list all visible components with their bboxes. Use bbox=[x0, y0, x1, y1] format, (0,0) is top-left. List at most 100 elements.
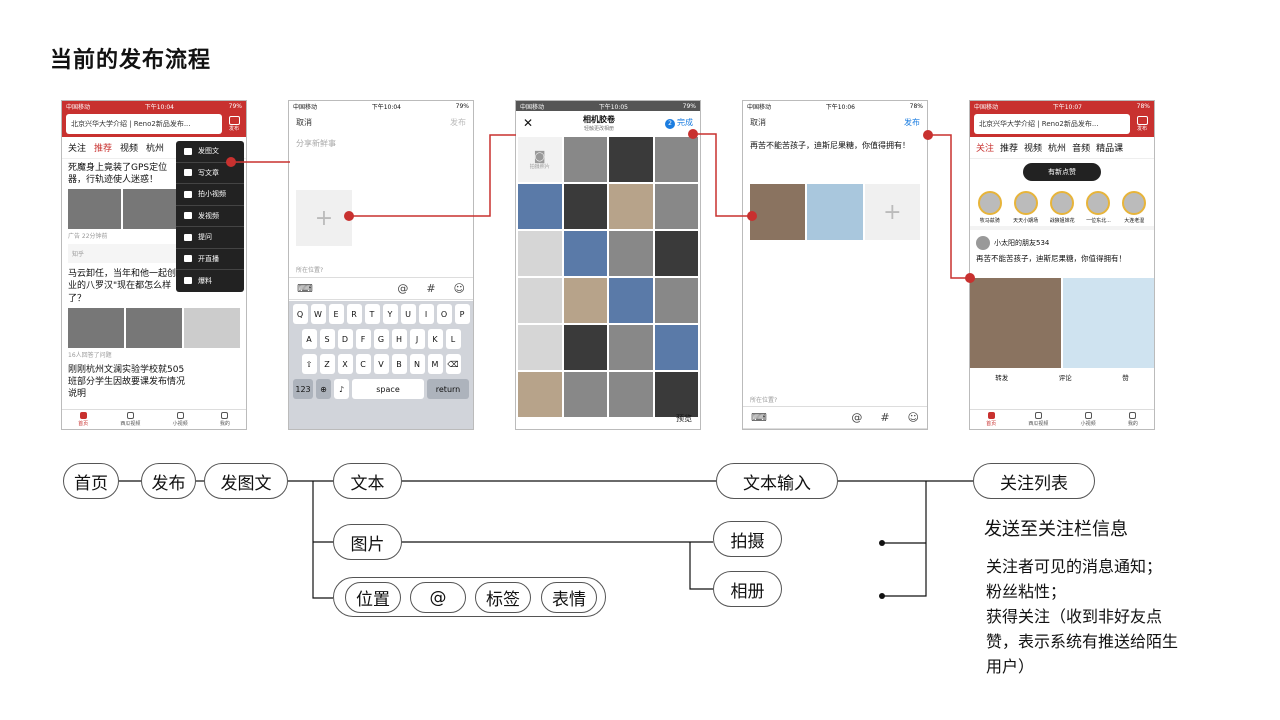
photo-thumb[interactable] bbox=[609, 184, 653, 229]
photo-thumb[interactable] bbox=[654, 184, 698, 229]
tab-courses[interactable]: 精品课 bbox=[1096, 144, 1124, 154]
search-input[interactable]: 北京兴华大学介绍 | Reno2新品发布... bbox=[66, 114, 222, 134]
menu-item-post-image-text[interactable]: 发图文 bbox=[176, 141, 244, 163]
album-switcher[interactable]: 相机胶卷 轻触更改相册 bbox=[583, 114, 615, 132]
key-q[interactable]: Q bbox=[292, 304, 308, 324]
nav-me[interactable]: 我的 bbox=[1128, 410, 1138, 429]
tab-audio[interactable]: 音频 bbox=[1072, 144, 1091, 154]
menu-item-report[interactable]: 爆料 bbox=[176, 270, 244, 292]
photo-thumb[interactable] bbox=[609, 325, 653, 370]
tab-hangzhou[interactable]: 杭州 bbox=[146, 144, 165, 154]
key-e[interactable]: E bbox=[328, 304, 344, 324]
key-x[interactable]: X bbox=[337, 354, 353, 374]
post-author[interactable]: 小太阳的朋友534 bbox=[970, 226, 1154, 252]
at-icon[interactable]: @ bbox=[397, 282, 409, 295]
photo-thumb[interactable] bbox=[654, 231, 698, 276]
at-icon[interactable]: @ bbox=[851, 411, 863, 424]
nav-home[interactable]: 首页 bbox=[986, 410, 996, 429]
key-l[interactable]: L bbox=[445, 329, 461, 349]
photo-thumb[interactable] bbox=[563, 325, 607, 370]
news-title[interactable]: 死魔身上竟装了GPS定位器，行轨迹使人迷惑！ bbox=[68, 163, 168, 186]
key-u[interactable]: U bbox=[400, 304, 416, 324]
hashtag-icon[interactable]: # bbox=[426, 282, 436, 295]
news-title[interactable]: 马云卸任，当年和他一起创业的八罗汉"现在都怎么样了？ bbox=[68, 269, 177, 304]
close-icon[interactable]: ✕ bbox=[523, 116, 534, 130]
publish-button[interactable]: 发布 bbox=[450, 118, 466, 127]
photo-thumb[interactable] bbox=[609, 372, 653, 417]
delete-key[interactable]: ⌫ bbox=[445, 354, 461, 374]
shift-key[interactable]: ⇧ bbox=[301, 354, 317, 374]
key-z[interactable]: Z bbox=[319, 354, 335, 374]
photo-thumb[interactable] bbox=[563, 231, 607, 276]
key-a[interactable]: A bbox=[301, 329, 317, 349]
key-w[interactable]: W bbox=[310, 304, 326, 324]
compose-input[interactable]: 分享新鲜事 bbox=[296, 139, 336, 148]
followed-user[interactable]: 大连老湿 bbox=[1122, 191, 1147, 224]
selected-image[interactable] bbox=[807, 184, 863, 240]
key-n[interactable]: N bbox=[409, 354, 425, 374]
location-field[interactable]: 所在位置? bbox=[296, 267, 324, 274]
nav-xigua[interactable]: 西瓜视频 bbox=[120, 410, 140, 429]
photo-thumb[interactable] bbox=[563, 278, 607, 323]
compose-text[interactable]: 再苦不能苦孩子，迪斯尼果糖，你值得拥有！ bbox=[750, 141, 910, 150]
tab-follow[interactable]: 关注 bbox=[68, 144, 87, 154]
space-key[interactable]: space bbox=[352, 379, 424, 399]
photo-thumb[interactable] bbox=[654, 372, 698, 417]
emoji-icon[interactable]: ☺ bbox=[907, 411, 919, 424]
followed-user[interactable]: 天天小期场 bbox=[1013, 191, 1038, 224]
cancel-button[interactable]: 取消 bbox=[750, 118, 766, 127]
add-image-button[interactable]: + bbox=[864, 184, 920, 240]
location-field[interactable]: 所在位置? bbox=[750, 397, 778, 404]
menu-item-ask[interactable]: 提问 bbox=[176, 227, 244, 249]
hashtag-icon[interactable]: # bbox=[880, 411, 890, 424]
nav-me[interactable]: 我的 bbox=[220, 410, 230, 429]
photo-thumb[interactable] bbox=[654, 325, 698, 370]
key-m[interactable]: M bbox=[427, 354, 443, 374]
news-title[interactable]: 刚刚杭州文澜实验学校就505班部分学生因故要课发布情况说明 bbox=[68, 364, 186, 399]
key-o[interactable]: O bbox=[436, 304, 452, 324]
key-c[interactable]: C bbox=[355, 354, 371, 374]
keyboard-icon[interactable]: ⌨ bbox=[297, 282, 313, 295]
selected-image[interactable] bbox=[750, 184, 806, 240]
mic-icon[interactable]: ♪ bbox=[334, 379, 349, 399]
key-b[interactable]: B bbox=[391, 354, 407, 374]
publish-button[interactable]: 发布 bbox=[904, 118, 920, 127]
key-h[interactable]: H bbox=[391, 329, 407, 349]
nav-small-video[interactable]: 小视频 bbox=[1081, 410, 1096, 429]
key-g[interactable]: G bbox=[373, 329, 389, 349]
nav-xigua[interactable]: 西瓜视频 bbox=[1028, 410, 1048, 429]
key-y[interactable]: Y bbox=[382, 304, 398, 324]
photo-thumb[interactable] bbox=[609, 231, 653, 276]
tab-video[interactable]: 视频 bbox=[120, 144, 139, 154]
like-button[interactable]: 赞 bbox=[1122, 374, 1129, 382]
menu-item-post-video[interactable]: 发视频 bbox=[176, 206, 244, 227]
key-d[interactable]: D bbox=[337, 329, 353, 349]
publish-button[interactable]: 发布 bbox=[1134, 116, 1150, 132]
photo-thumb[interactable] bbox=[609, 137, 653, 182]
tab-recommend[interactable]: 推荐 bbox=[1000, 144, 1019, 154]
numbers-key[interactable]: 123 bbox=[293, 379, 313, 399]
key-t[interactable]: T bbox=[364, 304, 380, 324]
post-image[interactable] bbox=[1063, 278, 1154, 368]
cancel-button[interactable]: 取消 bbox=[296, 118, 312, 127]
photo-thumb[interactable] bbox=[518, 325, 562, 370]
photo-thumb[interactable] bbox=[518, 184, 562, 229]
photo-thumb[interactable] bbox=[563, 137, 607, 182]
globe-icon[interactable]: ⊕ bbox=[316, 379, 331, 399]
menu-item-write-article[interactable]: 写文章 bbox=[176, 163, 244, 184]
key-k[interactable]: K bbox=[427, 329, 443, 349]
post-image[interactable] bbox=[970, 278, 1061, 368]
keyboard-icon[interactable]: ⌨ bbox=[751, 411, 767, 424]
key-j[interactable]: J bbox=[409, 329, 425, 349]
key-r[interactable]: R bbox=[346, 304, 362, 324]
key-i[interactable]: I bbox=[418, 304, 434, 324]
photo-thumb[interactable] bbox=[563, 372, 607, 417]
nav-small-video[interactable]: 小视频 bbox=[173, 410, 188, 429]
camera-tile[interactable]: ◙拍摄照片 bbox=[518, 137, 562, 182]
tab-video[interactable]: 视频 bbox=[1024, 144, 1043, 154]
tab-hangzhou[interactable]: 杭州 bbox=[1048, 144, 1067, 154]
key-f[interactable]: F bbox=[355, 329, 371, 349]
photo-thumb[interactable] bbox=[518, 372, 562, 417]
tab-follow[interactable]: 关注 bbox=[976, 144, 995, 154]
